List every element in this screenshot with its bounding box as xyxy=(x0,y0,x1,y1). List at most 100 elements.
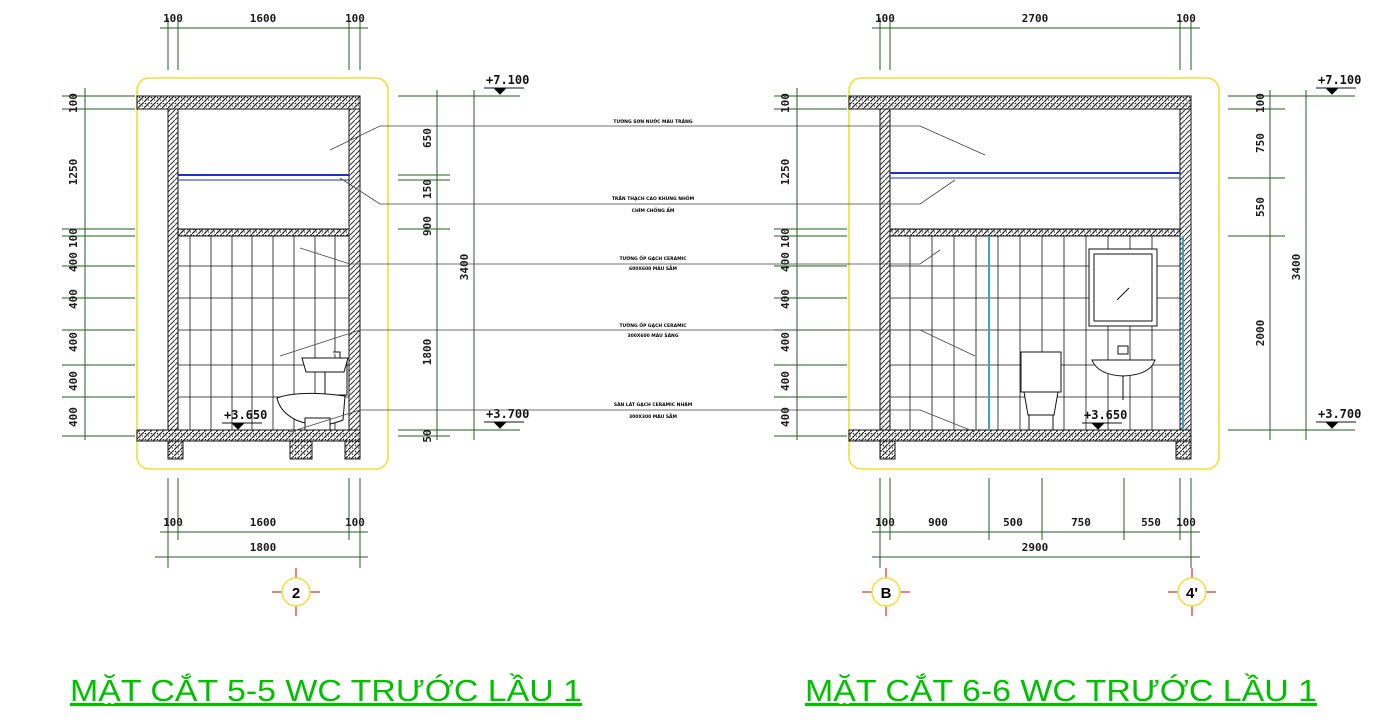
dim-left-r-650: 650 xyxy=(421,128,434,148)
note-tile-light-b: 300X600 MÀU SÁNG xyxy=(627,332,678,339)
dim-left-v-100b: 100 xyxy=(67,228,80,248)
dim-vertical-left-right xyxy=(398,90,520,440)
note-tile-dark-b: 600X600 MÀU SẪM xyxy=(629,264,678,272)
dim-right-v-100b: 100 xyxy=(779,228,792,248)
tile-band-left xyxy=(177,228,350,237)
dim-right-r-3400: 3400 xyxy=(1290,254,1303,281)
note-floor-b: 300X300 MÀU SẪM xyxy=(629,412,678,420)
floor-slab-left xyxy=(136,429,361,442)
dim-right-bot-d: 750 xyxy=(1071,516,1091,529)
toilet-right xyxy=(1020,351,1062,431)
dim-left-bot-c: 100 xyxy=(345,516,365,529)
dim-left-bot-a: 100 xyxy=(163,516,183,529)
dim-right-top-c: 100 xyxy=(1176,12,1196,25)
level-markers-right xyxy=(1082,87,1356,430)
dim-right-v-400e: 400 xyxy=(779,407,792,427)
note-ceiling-b: CHÌM CHỐNG ẨM xyxy=(632,206,675,214)
tile-grid-left xyxy=(178,236,349,430)
mirror-right xyxy=(1088,248,1158,327)
axis-bubble-right-b xyxy=(1168,568,1216,616)
axis-bubble-left xyxy=(272,568,320,616)
dim-right-bot-total: 2900 xyxy=(1022,541,1049,554)
dim-right-v-400c: 400 xyxy=(779,332,792,352)
axis-label-right-b: 4' xyxy=(1186,585,1198,602)
note-ceiling-a: TRẦN THẠCH CAO KHUNG NHÔM xyxy=(612,193,695,202)
beam-right-a xyxy=(879,440,896,460)
dim-left-bot-b: 1600 xyxy=(250,516,277,529)
axis-label-left: 2 xyxy=(292,585,300,602)
sink-right xyxy=(1091,345,1156,400)
dim-left-r-900: 900 xyxy=(421,216,434,236)
beam-left-c xyxy=(344,440,361,460)
dim-left-v-400c: 400 xyxy=(67,332,80,352)
dim-left-r-150: 150 xyxy=(421,179,434,199)
level-floor-left: +3.650 xyxy=(224,408,267,422)
sink-left xyxy=(301,351,349,392)
level-right-top: +7.100 xyxy=(1318,73,1361,87)
wall-right-a xyxy=(879,108,891,431)
dim-left-bot-total: 1800 xyxy=(250,541,277,554)
section-6-6 xyxy=(774,18,1355,568)
dim-left-v-400d: 400 xyxy=(67,371,80,391)
level-markers-left xyxy=(222,87,524,430)
dim-right-r-2000: 2000 xyxy=(1254,320,1267,347)
dim-right-top-b: 2700 xyxy=(1022,12,1049,25)
dim-right-bot-f: 100 xyxy=(1176,516,1196,529)
section-title-left: MẶT CẮT 5-5 WC TRƯỚC LẦU 1 xyxy=(70,672,582,708)
dim-right-v-400a: 400 xyxy=(779,252,792,272)
dim-right-v-100: 100 xyxy=(779,93,792,113)
dim-right-bot-b: 900 xyxy=(928,516,948,529)
note-tile-dark-a: TƯỜNG ỐP GẠCH CERAMIC xyxy=(619,254,687,262)
level-left-top: +7.100 xyxy=(486,73,529,87)
wall-left-a xyxy=(167,108,179,431)
dim-left-v-100: 100 xyxy=(67,93,80,113)
dim-top-right xyxy=(872,18,1200,70)
dim-right-v-400b: 400 xyxy=(779,289,792,309)
dim-bottom-right xyxy=(872,478,1200,568)
level-right-bottom: +3.700 xyxy=(1318,407,1361,421)
level-left-bottom: +3.700 xyxy=(486,407,529,421)
highlight-frame-right xyxy=(848,77,1220,470)
dim-left-r-3400: 3400 xyxy=(458,254,471,281)
dim-left-v-400e: 400 xyxy=(67,407,80,427)
dim-vertical-left xyxy=(62,88,135,440)
beam-right-b xyxy=(1175,440,1192,460)
dim-right-bot-c: 500 xyxy=(1003,516,1023,529)
leader-lines xyxy=(279,125,986,433)
beam-left-b xyxy=(289,440,313,460)
dim-bottom-left xyxy=(155,478,368,568)
level-floor-right: +3.650 xyxy=(1084,408,1127,422)
dim-right-r-550: 550 xyxy=(1254,197,1267,217)
dim-right-bot-e: 550 xyxy=(1141,516,1161,529)
dim-left-top-a: 100 xyxy=(163,12,183,25)
top-slab-left xyxy=(136,95,361,110)
note-floor-a: SÀN LÁT GẠCH CERAMIC NHÁM xyxy=(614,401,693,408)
note-tile-light-a: TƯỜNG ỐP GẠCH CERAMIC xyxy=(619,321,687,329)
highlight-frame-left xyxy=(136,77,389,470)
tile-band-right xyxy=(889,228,1181,237)
dim-vertical-right-right xyxy=(1228,90,1355,440)
dim-left-v-400b: 400 xyxy=(67,289,80,309)
dim-left-v-400a: 400 xyxy=(67,252,80,272)
dim-left-top-b: 1600 xyxy=(250,12,277,25)
axis-label-right-a: B xyxy=(881,585,892,602)
dim-top-left xyxy=(160,18,368,70)
dim-left-r-50: 50 xyxy=(421,429,434,442)
dim-right-r-100: 100 xyxy=(1254,93,1267,113)
wall-left-b xyxy=(348,108,361,431)
section-5-5 xyxy=(62,18,520,568)
dim-right-v-1250: 1250 xyxy=(779,159,792,186)
axis-bubble-right-a xyxy=(862,568,910,616)
section-title-right: MẶT CẮT 6-6 WC TRƯỚC LẦU 1 xyxy=(805,672,1317,708)
dim-right-r-750: 750 xyxy=(1254,133,1267,153)
top-slab-right xyxy=(848,95,1192,110)
dim-right-bot-a: 100 xyxy=(875,516,895,529)
dim-left-v-1250: 1250 xyxy=(67,159,80,186)
note-wall-paint: TƯỜNG SƠN NƯỚC MÀU TRẮNG xyxy=(613,117,692,125)
dim-left-r-1800: 1800 xyxy=(421,339,434,366)
dim-right-top-a: 100 xyxy=(875,12,895,25)
dim-right-v-400d: 400 xyxy=(779,371,792,391)
dim-left-top-c: 100 xyxy=(345,12,365,25)
floor-slab-right xyxy=(848,429,1192,442)
